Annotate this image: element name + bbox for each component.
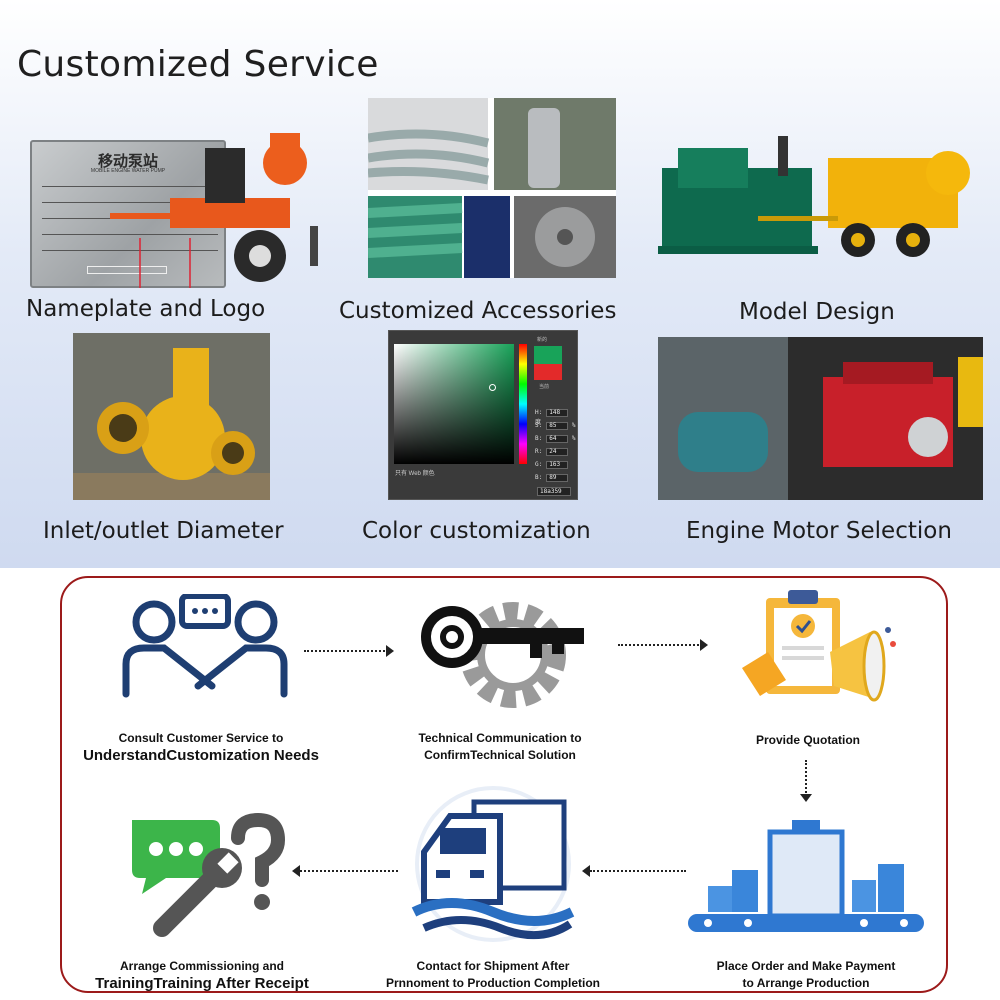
handshake-consult-icon: [122, 594, 288, 698]
service-label-engine-motor: Engine Motor Selection: [686, 518, 952, 544]
field-b: B:64 %: [535, 435, 576, 443]
arrow-head: [700, 639, 708, 651]
blue-hose-photo: [464, 196, 510, 278]
step-3-text: Provide Quotation: [755, 733, 860, 747]
electric-motor: [678, 412, 768, 472]
price-tag-icon: [742, 652, 786, 696]
step-5-text: Contact for Shipment After Prnnoment to …: [386, 959, 600, 990]
new-color-label: 新的: [537, 337, 548, 343]
support-wrench-icon: [132, 812, 286, 937]
old-color-label: 当前: [539, 384, 550, 390]
service-label-accessories: Customized Accessories: [339, 298, 617, 324]
customization-process-panel: Consult Customer Service to UnderstandCu…: [60, 576, 948, 993]
old-color-swatch: [534, 364, 562, 380]
nameplate-title: 移动泵站: [97, 152, 158, 170]
arrow-left-2: [300, 870, 398, 872]
service-label-nameplate: Nameplate and Logo: [26, 296, 266, 322]
new-color-swatch: [534, 346, 562, 364]
shipping-truck-icon: [411, 786, 575, 942]
field-s: S:85 %: [535, 422, 576, 430]
service-label-color: Color customization: [362, 518, 591, 544]
page-title: Customized Service: [17, 44, 379, 85]
field-h: H:148 度: [535, 409, 577, 426]
step-2-text: Technical Communication to ConfirmTechni…: [418, 731, 582, 762]
tow-bar: [110, 213, 180, 219]
wrench-icon: [153, 867, 223, 937]
pump-housing: [263, 141, 307, 185]
service-label-inlet-outlet: Inlet/outlet Diameter: [43, 518, 284, 544]
step-4-text: Place Order and Make Payment to Arrange …: [716, 959, 896, 990]
conveyor-belt: [688, 914, 924, 932]
step-1-text: Consult Customer Service to UnderstandCu…: [83, 731, 319, 764]
accessories-collage-image: [368, 98, 616, 278]
check-badge-icon: [791, 614, 815, 638]
arrow-left-1: [590, 870, 686, 872]
model-design-image: [658, 136, 970, 257]
field-g: G:163: [535, 461, 569, 469]
hex-input[interactable]: 18a359: [537, 487, 571, 496]
speech-bubble-icon: [179, 594, 231, 629]
field-r: R:24: [535, 448, 569, 456]
inlet-outlet-pump-image: [73, 333, 270, 500]
field-blue: B:89: [535, 474, 569, 482]
hue-slider[interactable]: [519, 344, 527, 464]
engine-motor-image: [658, 337, 983, 500]
arrow-head: [800, 794, 812, 802]
arrow-right-1: [304, 650, 388, 652]
truck-windshield: [440, 828, 486, 854]
pump-volute: [141, 396, 225, 480]
chat-bubble-icon: [132, 820, 220, 894]
wave-icon: [411, 898, 575, 926]
quotation-clipboard-icon: [742, 590, 896, 702]
machine: [767, 829, 845, 919]
arrow-head: [292, 865, 300, 877]
engine-block: [205, 148, 245, 203]
arrow-down: [805, 760, 807, 796]
service-label-model-design: Model Design: [739, 299, 895, 325]
color-cursor[interactable]: [489, 384, 496, 391]
arrow-right-2: [618, 644, 702, 646]
question-mark-icon: [231, 812, 286, 887]
factory-production-icon: [688, 820, 924, 932]
nameplate-subtitle: MOBILE ENGINE WATER PUMP: [90, 168, 166, 174]
color-picker-dialog: 新的 当前 H:148 度 S:85 % B:64 % R:24 G:163 B…: [388, 330, 578, 500]
customized-service-section: Customized Service 移动泵站 MOBILE ENGINE WA…: [0, 0, 1000, 568]
step-6-text: Arrange Commissioning and TrainingTraini…: [95, 959, 309, 992]
orange-pump-trailer-image: [110, 133, 318, 288]
arrow-head: [386, 645, 394, 657]
web-colors-only-checkbox[interactable]: 只有 Web 颜色: [395, 471, 435, 477]
arrow-head: [582, 865, 590, 877]
key-icon: [421, 606, 483, 668]
gear-key-icon: [421, 602, 584, 708]
color-saturation-area[interactable]: [394, 344, 514, 464]
